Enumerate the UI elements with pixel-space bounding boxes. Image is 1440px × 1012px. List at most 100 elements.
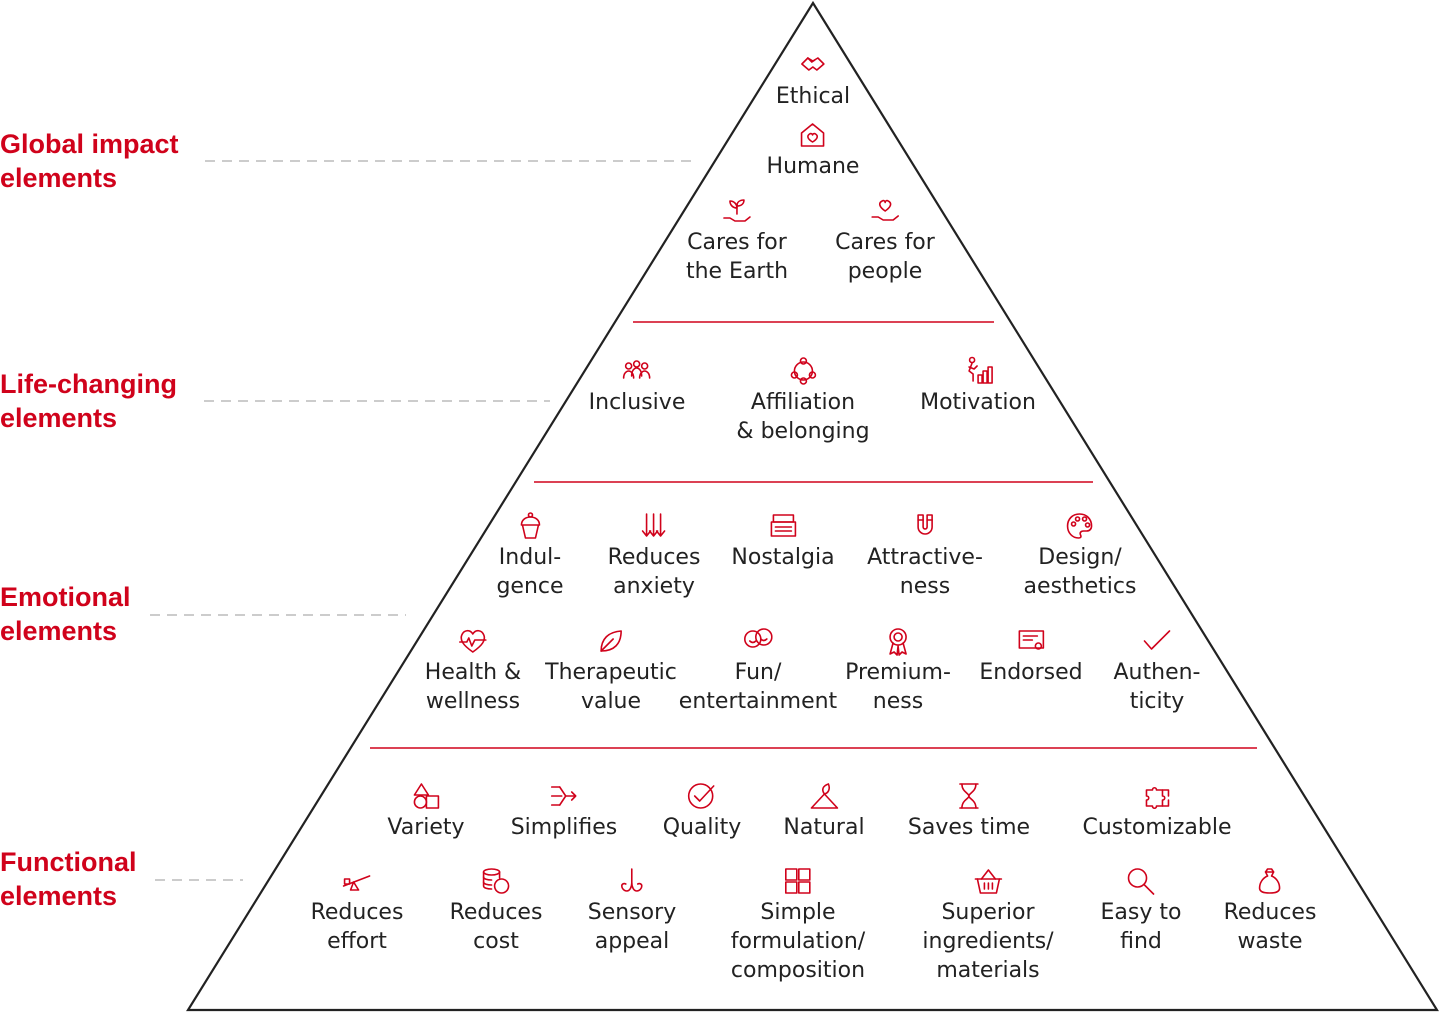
pyramid-element: Authen- ticity bbox=[1113, 626, 1201, 716]
element-label: Reduces waste bbox=[1223, 900, 1317, 954]
element-label: Nostalgia bbox=[731, 545, 835, 570]
typewriter-icon bbox=[770, 514, 796, 537]
element-label: Cares for the Earth bbox=[685, 230, 789, 284]
element-label: Health & wellness bbox=[424, 660, 522, 714]
element-label: Reduces anxiety bbox=[607, 545, 701, 599]
element-label: Variety bbox=[387, 815, 465, 840]
tier-label-global-impact: Global impact elements bbox=[0, 129, 179, 193]
element-label: Sensory appeal bbox=[587, 900, 677, 954]
tier-label-functional: Functional elements bbox=[0, 847, 137, 911]
element-label: Saves time bbox=[907, 815, 1031, 840]
pyramid-element: Reduces effort bbox=[310, 866, 404, 956]
handshake-icon bbox=[801, 57, 825, 71]
element-label: Inclusive bbox=[588, 390, 686, 415]
checkmark-icon bbox=[1144, 630, 1171, 650]
element-label: Reduces cost bbox=[449, 900, 543, 954]
pyramid-element: Humane bbox=[766, 120, 860, 181]
tier-label-emotional: Emotional elements bbox=[0, 582, 131, 646]
heart-hand-icon bbox=[871, 199, 899, 221]
heartbeat-icon bbox=[459, 629, 487, 653]
pyramid-element: Simple formulation/ composition bbox=[731, 866, 865, 985]
pyramid-element: Cares for the Earth bbox=[686, 196, 788, 286]
group-icon bbox=[623, 360, 651, 379]
element-label: Reduces effort bbox=[310, 900, 404, 954]
element-label: Quality bbox=[662, 815, 742, 840]
seesaw-icon bbox=[343, 875, 371, 891]
pyramid-element: Cares for people bbox=[835, 196, 935, 286]
network-icon bbox=[790, 357, 816, 385]
element-label: Authen- ticity bbox=[1113, 660, 1201, 714]
palette-icon bbox=[1067, 513, 1093, 539]
pyramid-element: Affiliation & belonging bbox=[736, 356, 870, 446]
pyramid-element: Customizable bbox=[1082, 781, 1232, 842]
pyramid-element: Sensory appeal bbox=[588, 866, 676, 956]
element-label: Simple formulation/ composition bbox=[730, 900, 866, 983]
pyramid-element: Health & wellness bbox=[425, 626, 521, 716]
pyramid-element: Easy to find bbox=[1100, 866, 1182, 956]
pyramid-element: Simplifies bbox=[510, 781, 618, 842]
magnifier-icon bbox=[1128, 868, 1155, 895]
down-arrows-icon bbox=[642, 513, 666, 537]
element-label: Cares for people bbox=[835, 230, 935, 284]
certificate-icon bbox=[1018, 630, 1044, 650]
pyramid-triangle bbox=[186, 0, 1439, 1012]
element-label: Indul- gence bbox=[496, 545, 564, 599]
element-label: Natural bbox=[783, 815, 865, 840]
element-label: Therapeutic value bbox=[545, 660, 677, 714]
pyramid-element: Design/ aesthetics bbox=[1023, 511, 1137, 601]
pyramid-element: Reduces cost bbox=[449, 866, 543, 956]
element-label: Customizable bbox=[1082, 815, 1232, 840]
element-label: Motivation bbox=[920, 390, 1036, 415]
element-label: Premium- ness bbox=[845, 660, 951, 714]
pyramid-element: Nostalgia bbox=[731, 511, 835, 572]
chat-smile-icon bbox=[744, 628, 773, 648]
pyramid-element: Therapeutic value bbox=[545, 626, 677, 716]
mountain-leaf-icon bbox=[810, 783, 838, 809]
plant-hand-icon bbox=[723, 199, 751, 222]
waste-bag-icon bbox=[1259, 868, 1281, 894]
check-circle-icon bbox=[688, 783, 715, 809]
pyramid-element: Premium- ness bbox=[845, 626, 951, 716]
element-label: Humane bbox=[766, 154, 860, 179]
element-label: Attractive- ness bbox=[867, 545, 983, 599]
ribbon-icon bbox=[889, 628, 907, 656]
climbing-icon bbox=[968, 356, 993, 384]
basket-icon bbox=[974, 869, 1002, 894]
pyramid-element: Reduces waste bbox=[1223, 866, 1317, 956]
nose-icon bbox=[621, 868, 643, 892]
leaf-icon bbox=[600, 630, 622, 652]
puzzle-icon bbox=[1145, 786, 1169, 810]
pyramid-element: Quality bbox=[662, 781, 742, 842]
element-label: Affiliation & belonging bbox=[736, 390, 870, 444]
funnel-arrows-icon bbox=[551, 786, 577, 806]
pyramid-element: Inclusive bbox=[588, 356, 686, 417]
element-label: Ethical bbox=[775, 84, 851, 109]
shapes-icon bbox=[413, 783, 439, 809]
pyramid-element: Indul- gence bbox=[496, 511, 564, 601]
pyramid-element: Endorsed bbox=[979, 626, 1083, 687]
magnet-icon bbox=[917, 514, 933, 535]
pyramid-element: Motivation bbox=[920, 356, 1036, 417]
pyramid-element: Superior ingredients/ materials bbox=[922, 866, 1054, 985]
pyramid-element: Variety bbox=[387, 781, 465, 842]
element-label: Superior ingredients/ materials bbox=[922, 900, 1054, 983]
element-label: Fun/ entertainment bbox=[678, 660, 838, 714]
hourglass-icon bbox=[959, 783, 979, 809]
element-label: Simplifies bbox=[510, 815, 618, 840]
element-label: Design/ aesthetics bbox=[1023, 545, 1137, 599]
cupcake-icon bbox=[520, 512, 540, 539]
tier-label-life-changing: Life-changing elements bbox=[0, 369, 177, 433]
coins-icon bbox=[483, 868, 510, 894]
home-heart-icon bbox=[801, 123, 825, 147]
element-label: Easy to find bbox=[1100, 900, 1182, 954]
element-label: Endorsed bbox=[979, 660, 1083, 685]
pyramid-element: Reduces anxiety bbox=[607, 511, 701, 601]
grid-icon bbox=[785, 868, 811, 894]
pyramid-element: Saves time bbox=[908, 781, 1030, 842]
pyramid-element: Fun/ entertainment bbox=[679, 626, 837, 716]
pyramid-element: Ethical bbox=[776, 50, 850, 111]
pyramid-element: Attractive- ness bbox=[867, 511, 983, 601]
pyramid-element: Natural bbox=[783, 781, 865, 842]
